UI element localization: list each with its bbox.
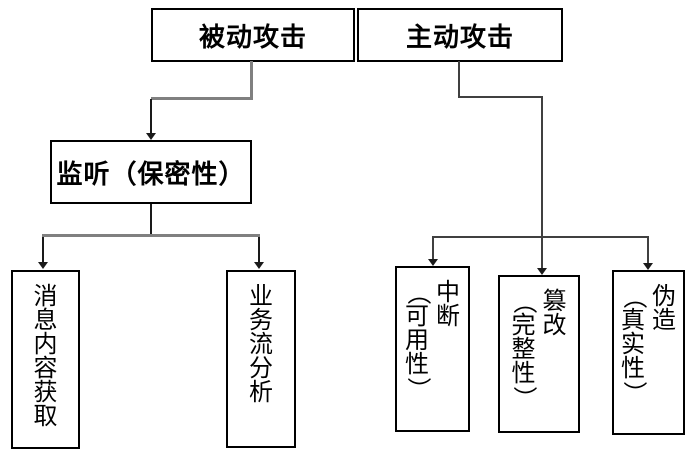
connector-passive-elbow: [151, 97, 253, 100]
connector-eavesdrop-branch: [42, 234, 260, 237]
connector-active-branch: [432, 236, 649, 238]
vertical-text-column: 中断: [436, 281, 461, 329]
vertical-text-char: 中: [436, 279, 460, 306]
vertical-text-column: 伪造: [652, 285, 677, 333]
vertical-text-column: 消息内容获取: [33, 285, 58, 429]
vertical-text-char: 消: [33, 283, 58, 310]
vertical-text-char: 造: [652, 307, 676, 334]
vertical-text-char: （: [620, 285, 647, 309]
vertical-text-char: （: [404, 281, 431, 305]
vertical-text-char: 务: [249, 307, 273, 334]
node-forgery-authenticity: 伪造（真实性）: [612, 270, 685, 435]
vertical-text-char: 获: [33, 379, 58, 406]
connector-to-forgery: [647, 236, 649, 263]
vertical-text-column: 业务流分析: [249, 285, 274, 405]
vertical-text-char: 析: [249, 379, 273, 406]
vertical-text-char: 实: [621, 331, 645, 358]
vertical-text-char: ）: [620, 381, 647, 405]
vertical-text-char: ）: [404, 377, 431, 401]
arrowhead-interruption: [428, 259, 438, 266]
connector-active-drop: [458, 61, 460, 98]
connector-to-interruption: [432, 236, 434, 259]
vertical-text-char: 整: [511, 336, 536, 363]
vertical-text-column: （真实性）: [620, 285, 647, 405]
vertical-text-char: 容: [33, 355, 58, 382]
vertical-text-char: 业: [249, 283, 273, 310]
connector-passive-drop: [250, 61, 253, 99]
vertical-text-column: （可用性）: [404, 281, 431, 401]
vertical-text-char: 性: [405, 351, 429, 378]
vertical-text-char: 真: [621, 307, 645, 334]
connector-eavesdrop-drop: [150, 204, 152, 237]
arrowhead-message-content: [38, 262, 48, 269]
vertical-text-char: 可: [405, 303, 429, 330]
arrowhead-traffic-flow: [254, 262, 264, 269]
connector-active-trunk: [541, 96, 543, 268]
vertical-text-char: 用: [405, 327, 429, 354]
vertical-text-char: 分: [249, 355, 273, 382]
node-traffic-flow-analysis: 业务流分析: [226, 270, 296, 448]
arrowhead-forgery: [643, 263, 653, 270]
node-passive-attack: 被动攻击: [151, 8, 355, 62]
node-tampering-integrity: 篡改（完整性）: [498, 275, 580, 433]
vertical-text-char: 性: [511, 360, 536, 387]
arrowhead-eavesdrop: [146, 133, 156, 140]
vertical-text-char: （: [510, 290, 538, 314]
connector-to-message-content: [42, 237, 44, 262]
vertical-text-char: 流: [249, 331, 273, 358]
connector-active-elbow: [458, 96, 543, 98]
node-eavesdrop-confidentiality: 监听（保密性）: [50, 140, 252, 204]
vertical-text-char: 息: [33, 307, 58, 334]
vertical-text-char: 伪: [652, 283, 676, 310]
vertical-text-column: （完整性）: [510, 290, 538, 410]
vertical-text-char: 性: [621, 355, 645, 382]
vertical-text-char: 完: [511, 312, 536, 339]
vertical-text-char: 改: [542, 312, 567, 339]
vertical-text-char: 篡: [542, 288, 567, 315]
node-active-attack: 主动攻击: [357, 8, 563, 62]
vertical-text-column: 篡改: [542, 290, 567, 338]
arrowhead-tampering: [537, 268, 547, 275]
vertical-text-char: 取: [33, 403, 58, 430]
connector-to-traffic-flow: [258, 237, 260, 262]
node-message-content-acquisition: 消息内容获取: [11, 270, 80, 449]
vertical-text-char: ）: [510, 386, 538, 410]
vertical-text-char: 断: [436, 303, 460, 330]
vertical-text-char: 内: [33, 331, 58, 358]
node-interruption-availability: 中断（可用性）: [395, 266, 470, 432]
connector-to-eavesdrop: [150, 99, 152, 133]
